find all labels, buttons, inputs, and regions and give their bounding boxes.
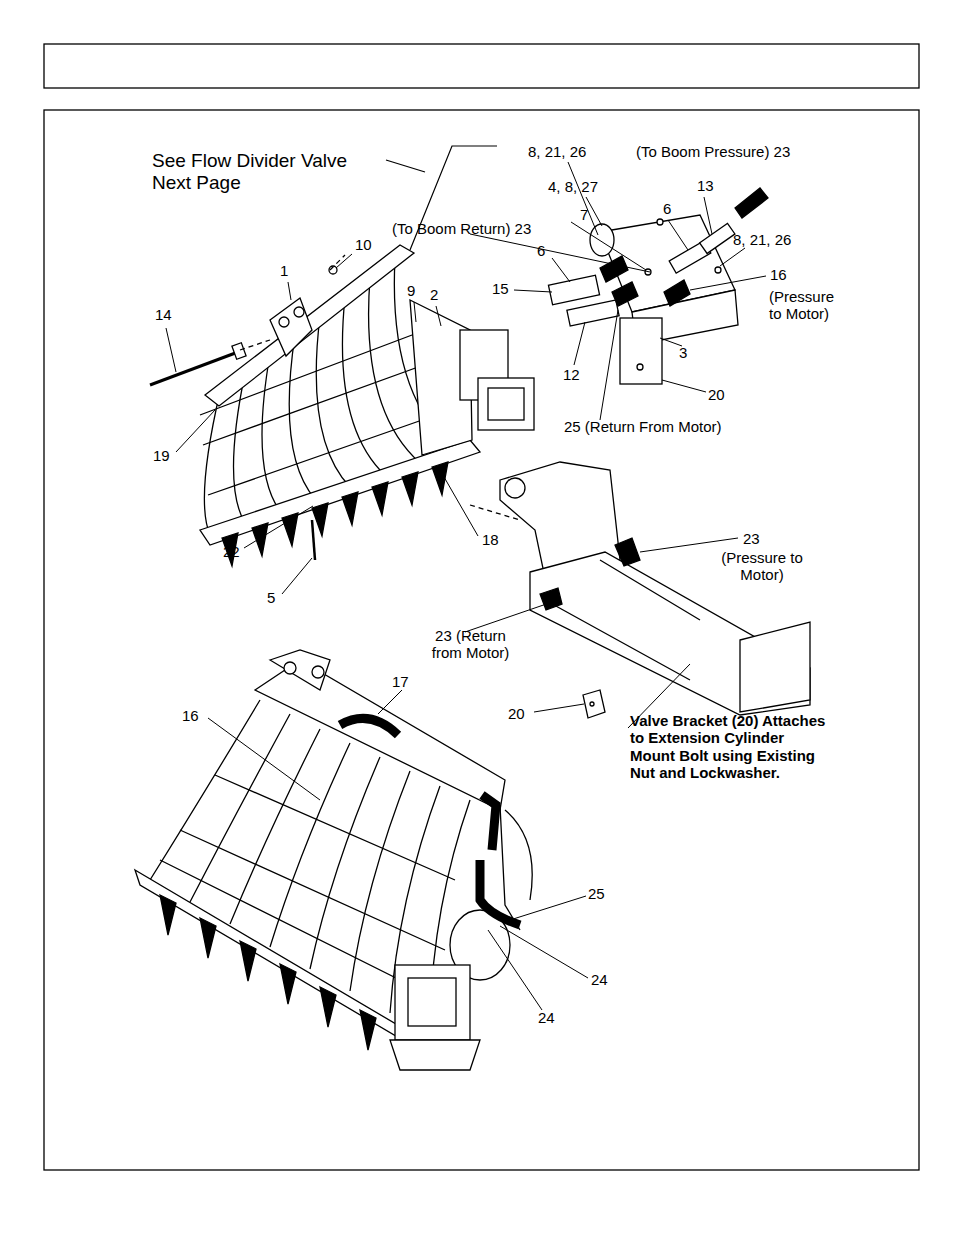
callout-number: 19 [153, 447, 170, 464]
callout-number: 3 [679, 344, 687, 361]
callout-number: 12 [563, 366, 580, 383]
callout-number: 5 [267, 589, 275, 606]
callout-number: 23 (Return from Motor) [418, 627, 523, 662]
callout-number: 24 [591, 971, 608, 988]
callout-number: 23 [743, 530, 760, 547]
callout-number: (To Boom Return) 23 [392, 220, 531, 237]
rake-assembly [135, 650, 532, 1070]
callout-number: 9 [407, 282, 415, 299]
callout-number: 6 [537, 242, 545, 259]
callout-number: 1 [280, 262, 288, 279]
callout-number: 4, 8, 27 [548, 178, 598, 195]
port-note: (Pressure to Motor) [769, 288, 849, 323]
callout-number: 8, 21, 26 [733, 231, 791, 248]
callout-number: 22 [223, 543, 240, 560]
callout-number: 20 [508, 705, 525, 722]
callout-number: 14 [155, 306, 172, 323]
callout-number: 13 [697, 177, 714, 194]
page-frame [44, 44, 919, 1170]
boom-arm [470, 462, 810, 718]
valve-block [548, 188, 768, 384]
reference-note: See Flow Divider Valve Next Page [152, 150, 388, 194]
callout-number: 2 [430, 286, 438, 303]
callout-number: 20 [708, 386, 725, 403]
callout-number: 7 [580, 206, 588, 223]
callout-number: 25 [588, 885, 605, 902]
callout-number: 10 [355, 236, 372, 253]
leader-line [166, 162, 766, 1010]
port-note: (Pressure to Motor) [712, 549, 812, 584]
callout-number: (To Boom Pressure) 23 [636, 143, 790, 160]
callout-number: 25 (Return From Motor) [564, 418, 722, 435]
callout-number: 6 [663, 200, 671, 217]
callout-number: 16 [182, 707, 199, 724]
callout-number: 16 [770, 266, 787, 283]
callout-number: 8, 21, 26 [528, 143, 586, 160]
callout-number: 18 [482, 531, 499, 548]
callout-number: 17 [392, 673, 409, 690]
callout-number: 15 [492, 280, 509, 297]
install-note: Valve Bracket (20) Attaches to Extension… [630, 712, 830, 781]
rake-assembly [150, 245, 534, 566]
callout-number: 24 [538, 1009, 555, 1026]
